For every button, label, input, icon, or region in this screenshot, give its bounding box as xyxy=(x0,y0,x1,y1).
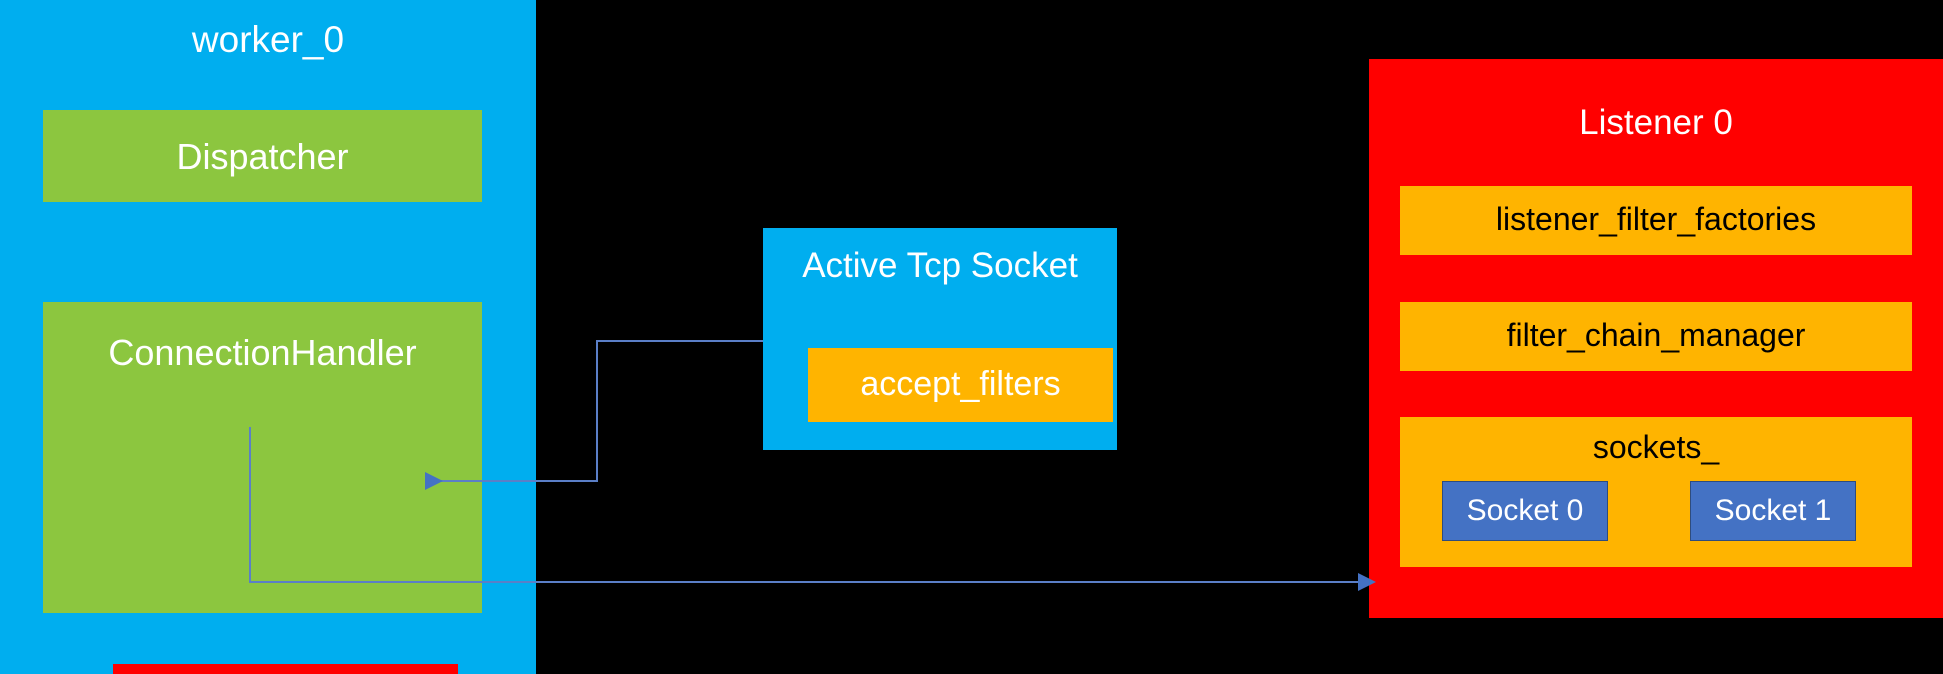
socket-1-box[interactable]: Socket 1 xyxy=(1690,481,1856,541)
connection-handler-label: ConnectionHandler xyxy=(108,332,417,373)
listener-filter-factories-box[interactable]: listener_filter_factories xyxy=(1400,186,1912,255)
sockets-label: sockets_ xyxy=(1592,429,1720,465)
accept-filters-label: accept_filters xyxy=(860,365,1061,403)
accept-filters-box[interactable]: accept_filters xyxy=(808,348,1113,422)
active-tcp-socket-title: Active Tcp Socket xyxy=(802,246,1078,285)
socket-1-label: Socket 1 xyxy=(1714,494,1832,527)
listener-0-panel: Listener 0 listener_filter_factories fil… xyxy=(1369,59,1943,618)
active-tcp-socket-box[interactable]: Active Tcp Socket accept_filters xyxy=(763,228,1117,450)
dispatcher-label: Dispatcher xyxy=(176,136,349,177)
dispatcher-box[interactable]: Dispatcher xyxy=(43,110,482,202)
socket-0-box[interactable]: Socket 0 xyxy=(1442,481,1608,541)
sockets-box[interactable]: sockets_ Socket 0 Socket 1 xyxy=(1400,417,1912,567)
connection-handler-box[interactable]: ConnectionHandler ActiveListener 0 xyxy=(43,302,482,674)
filter-chain-manager-box[interactable]: filter_chain_manager xyxy=(1400,302,1912,371)
worker-panel: worker_0 Dispatcher ConnectionHandler Ac… xyxy=(0,0,536,674)
active-listener-0-box[interactable]: ActiveListener 0 xyxy=(113,664,458,674)
filter-chain-manager-label: filter_chain_manager xyxy=(1506,317,1806,353)
listener-filter-factories-label: listener_filter_factories xyxy=(1495,201,1817,237)
worker-panel-title: worker_0 xyxy=(191,19,345,60)
socket-0-label: Socket 0 xyxy=(1466,494,1584,527)
listener-0-title: Listener 0 xyxy=(1579,103,1733,142)
